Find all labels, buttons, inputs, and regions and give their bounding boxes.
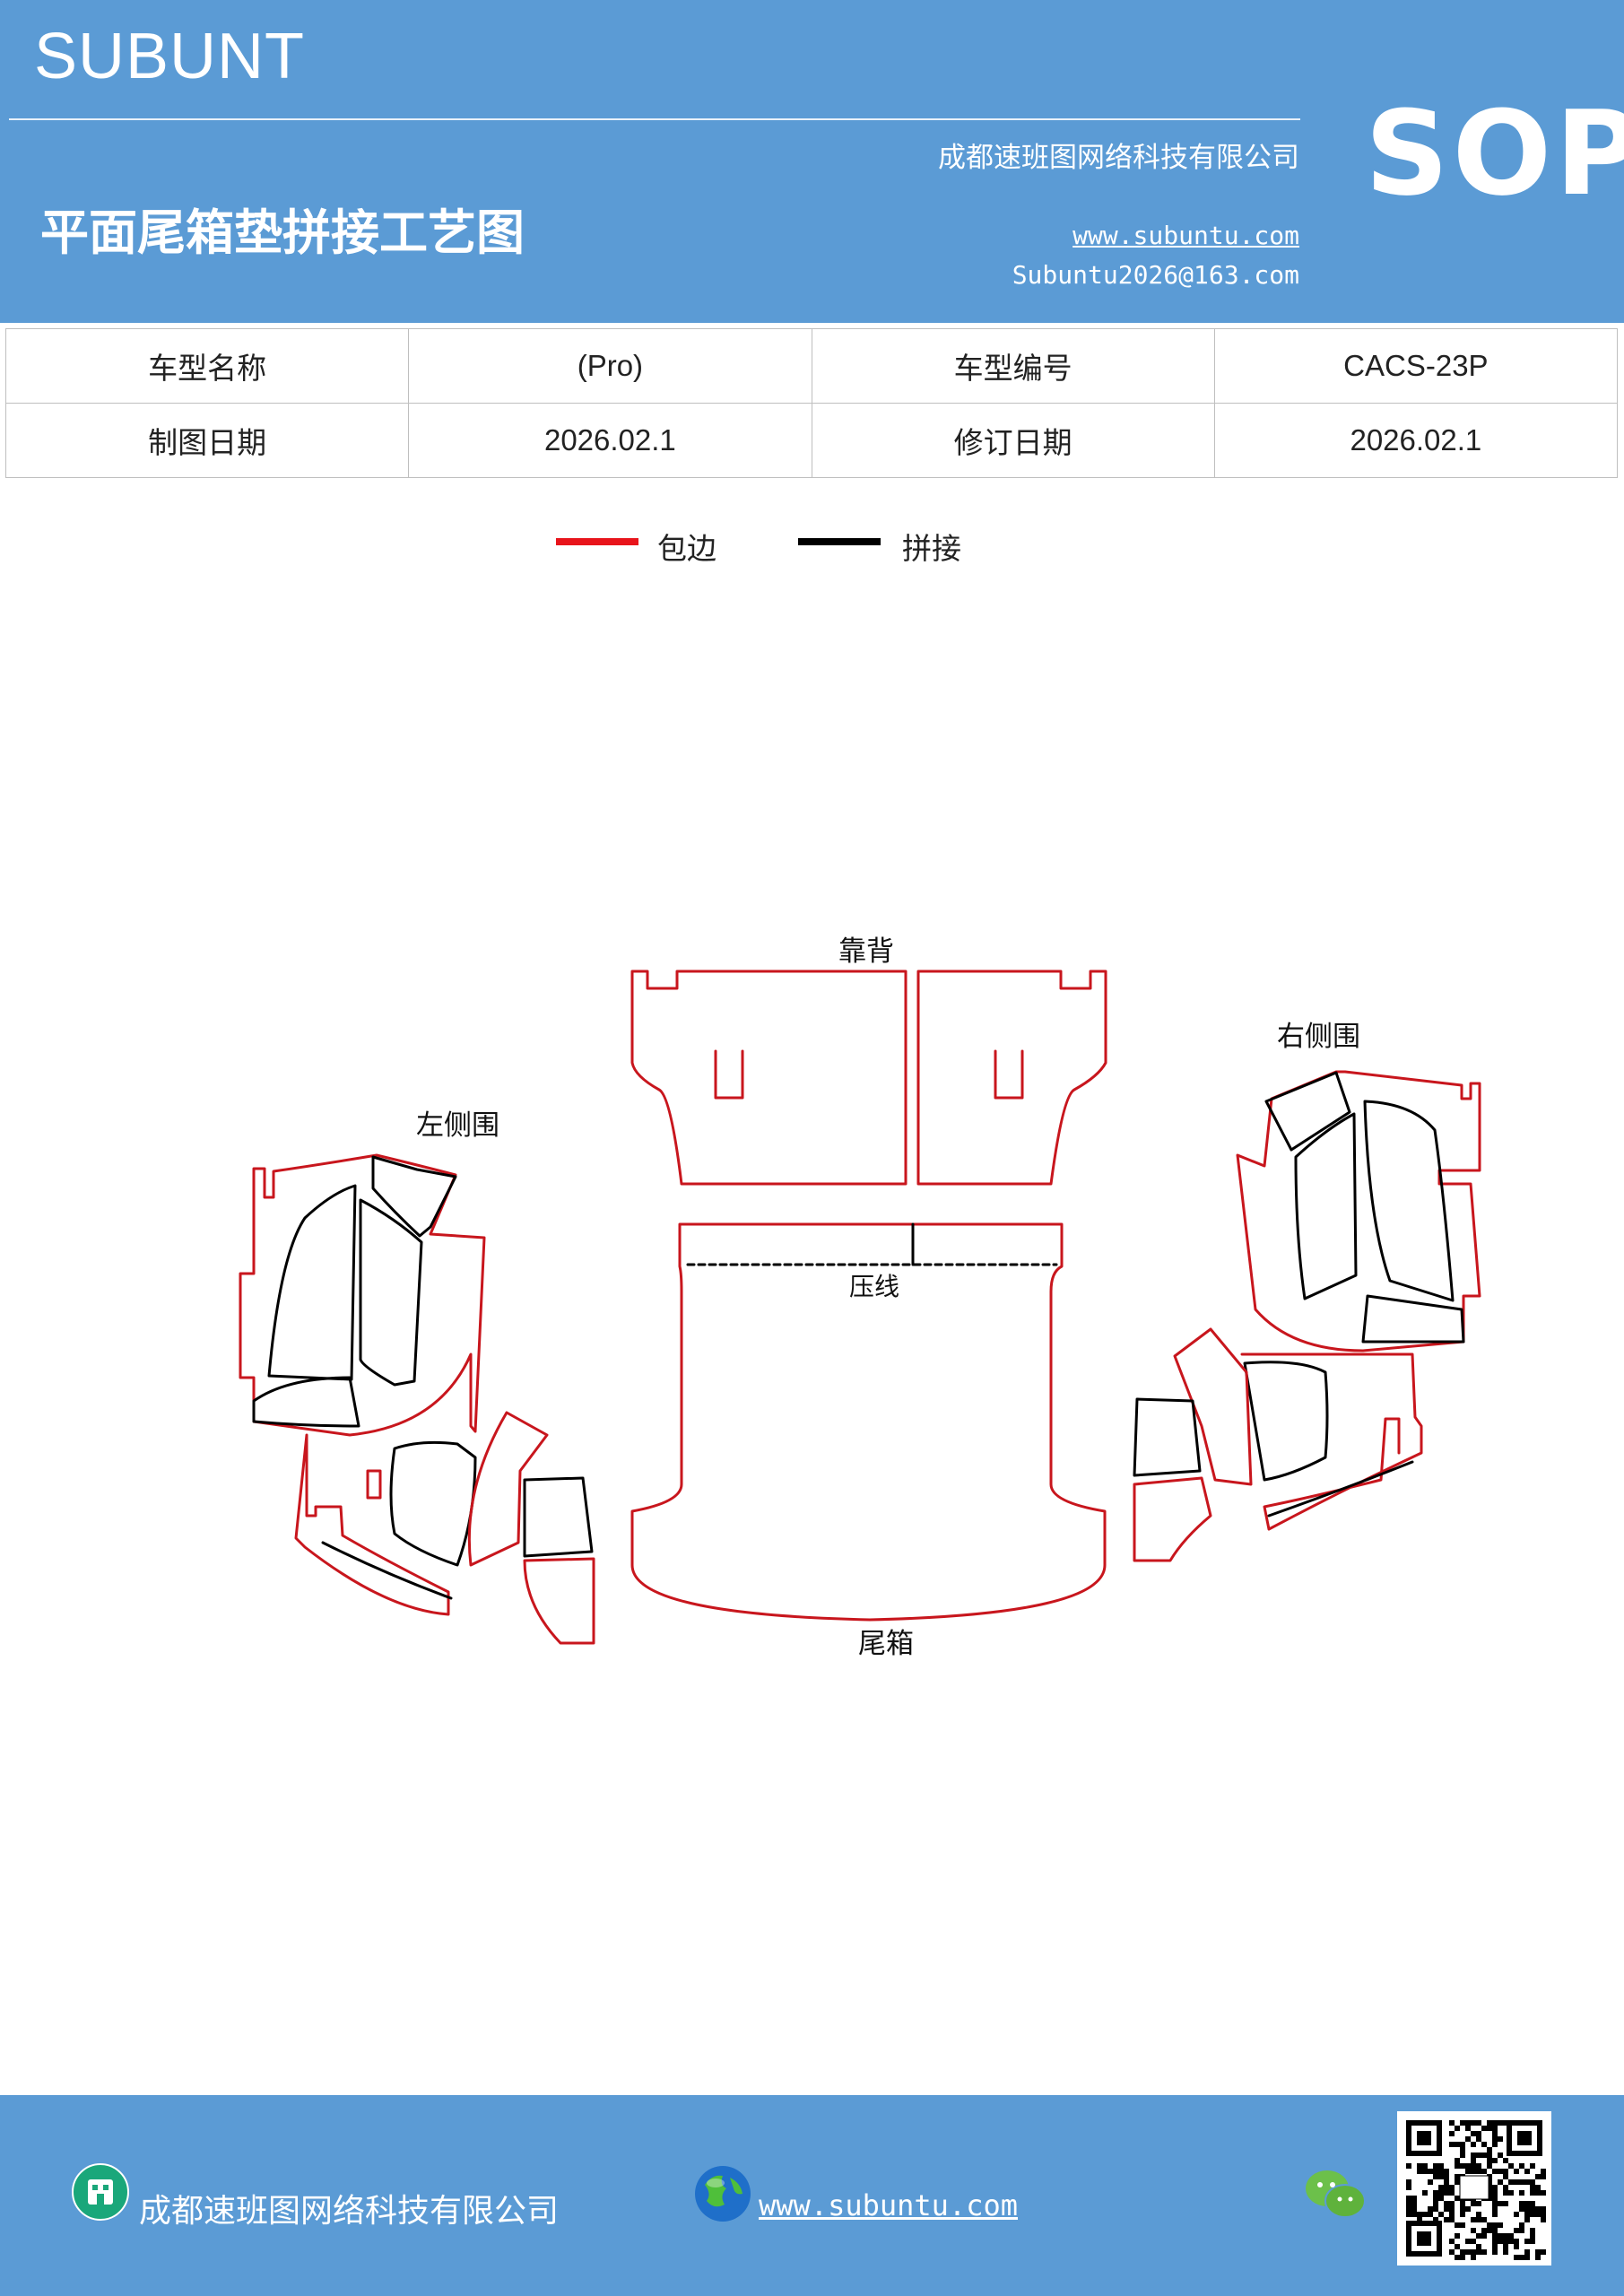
right-side-piece-2 bbox=[1294, 1112, 1358, 1300]
trunk-mat bbox=[630, 1222, 1107, 1622]
left-side-lower-piece-4 bbox=[523, 1557, 595, 1645]
legend-edge-label: 包边 bbox=[657, 531, 716, 566]
legend-edge-swatch bbox=[556, 538, 638, 545]
draw-date-value: 2026.02.1 bbox=[408, 403, 812, 478]
left-side-lower-outline bbox=[294, 1433, 450, 1616]
left-side-strip bbox=[321, 1541, 453, 1600]
revision-date-label: 修订日期 bbox=[811, 403, 1215, 478]
table-row: 制图日期 2026.02.1 修订日期 2026.02.1 bbox=[4, 403, 1619, 478]
website-link[interactable]: www.subuntu.com bbox=[1073, 221, 1299, 250]
left-side-label: 左侧围 bbox=[416, 1109, 499, 1142]
building-icon bbox=[72, 2163, 129, 2221]
left-side-piece-1 bbox=[267, 1184, 357, 1381]
legend-seam-label: 拼接 bbox=[902, 531, 961, 566]
left-side-lower-piece-1 bbox=[389, 1440, 477, 1567]
document-title: 平面尾箱垫拼接工艺图 bbox=[40, 204, 525, 261]
right-side-piece-3 bbox=[1264, 1071, 1351, 1152]
qr-code bbox=[1397, 2111, 1551, 2266]
crease-label: 压线 bbox=[849, 1272, 899, 1301]
table-row: 车型名称 (Pro) 车型编号 CACS-23P bbox=[4, 328, 1619, 404]
right-side-piece-4 bbox=[1361, 1294, 1465, 1344]
model-name-value: (Pro) bbox=[408, 328, 812, 404]
trunk-label: 尾箱 bbox=[858, 1628, 914, 1660]
left-side-piece-4 bbox=[252, 1376, 360, 1428]
backrest-label: 靠背 bbox=[838, 935, 894, 968]
right-side-lower-piece-3 bbox=[1133, 1397, 1202, 1477]
footer-website[interactable]: www.subuntu.com bbox=[759, 2188, 1018, 2222]
left-side-lower-piece-3 bbox=[523, 1476, 594, 1558]
left-side-piece-3 bbox=[371, 1155, 457, 1238]
backrest-left-slot bbox=[714, 1049, 744, 1100]
footer-company: 成都速班图网络科技有限公司 bbox=[139, 2193, 560, 2230]
backrest-left-panel bbox=[630, 970, 908, 1186]
company-name: 成都速班图网络科技有限公司 bbox=[938, 142, 1299, 174]
right-side-piece-1 bbox=[1363, 1100, 1455, 1302]
legend-seam-swatch bbox=[798, 538, 881, 545]
left-side-lower-piece-2 bbox=[467, 1411, 549, 1567]
legend: 包边 拼接 bbox=[0, 525, 1624, 578]
sop-badge: SOP bbox=[1365, 85, 1624, 222]
backrest-right-panel bbox=[916, 970, 1107, 1186]
header-banner: SUBUNT 成都速班图网络科技有限公司 平面尾箱垫拼接工艺图 www.subu… bbox=[0, 0, 1624, 323]
revision-date-value: 2026.02.1 bbox=[1213, 403, 1619, 478]
right-side-lower-piece-1 bbox=[1243, 1361, 1329, 1482]
globe-icon bbox=[695, 2166, 751, 2222]
wechat-icon bbox=[1306, 2170, 1366, 2218]
right-side-label: 右侧围 bbox=[1277, 1021, 1360, 1053]
header-divider bbox=[9, 118, 1300, 120]
left-side-piece-2 bbox=[359, 1198, 423, 1387]
right-side-lower-piece-4 bbox=[1133, 1476, 1212, 1562]
right-side-lower-outline bbox=[1240, 1352, 1423, 1531]
footer-banner: 成都速班图网络科技有限公司 www.subuntu.com bbox=[0, 2095, 1624, 2296]
right-side-strip bbox=[1267, 1460, 1414, 1518]
draw-date-label: 制图日期 bbox=[4, 403, 410, 478]
right-side-upper-outline bbox=[1236, 1070, 1481, 1352]
left-side-tab bbox=[366, 1469, 382, 1500]
backrest-right-slot bbox=[994, 1049, 1024, 1100]
left-side-upper-outline bbox=[239, 1153, 486, 1437]
model-code-label: 车型编号 bbox=[811, 328, 1215, 404]
info-table: 车型名称 (Pro) 车型编号 CACS-23P 制图日期 2026.02.1 … bbox=[4, 328, 1619, 478]
right-side-lower-piece-2 bbox=[1173, 1327, 1253, 1486]
email-address: Subuntu2026@163.com bbox=[1012, 260, 1299, 290]
model-name-label: 车型名称 bbox=[4, 328, 410, 404]
brand-name: SUBUNT bbox=[34, 21, 306, 92]
model-code-value: CACS-23P bbox=[1213, 328, 1619, 404]
